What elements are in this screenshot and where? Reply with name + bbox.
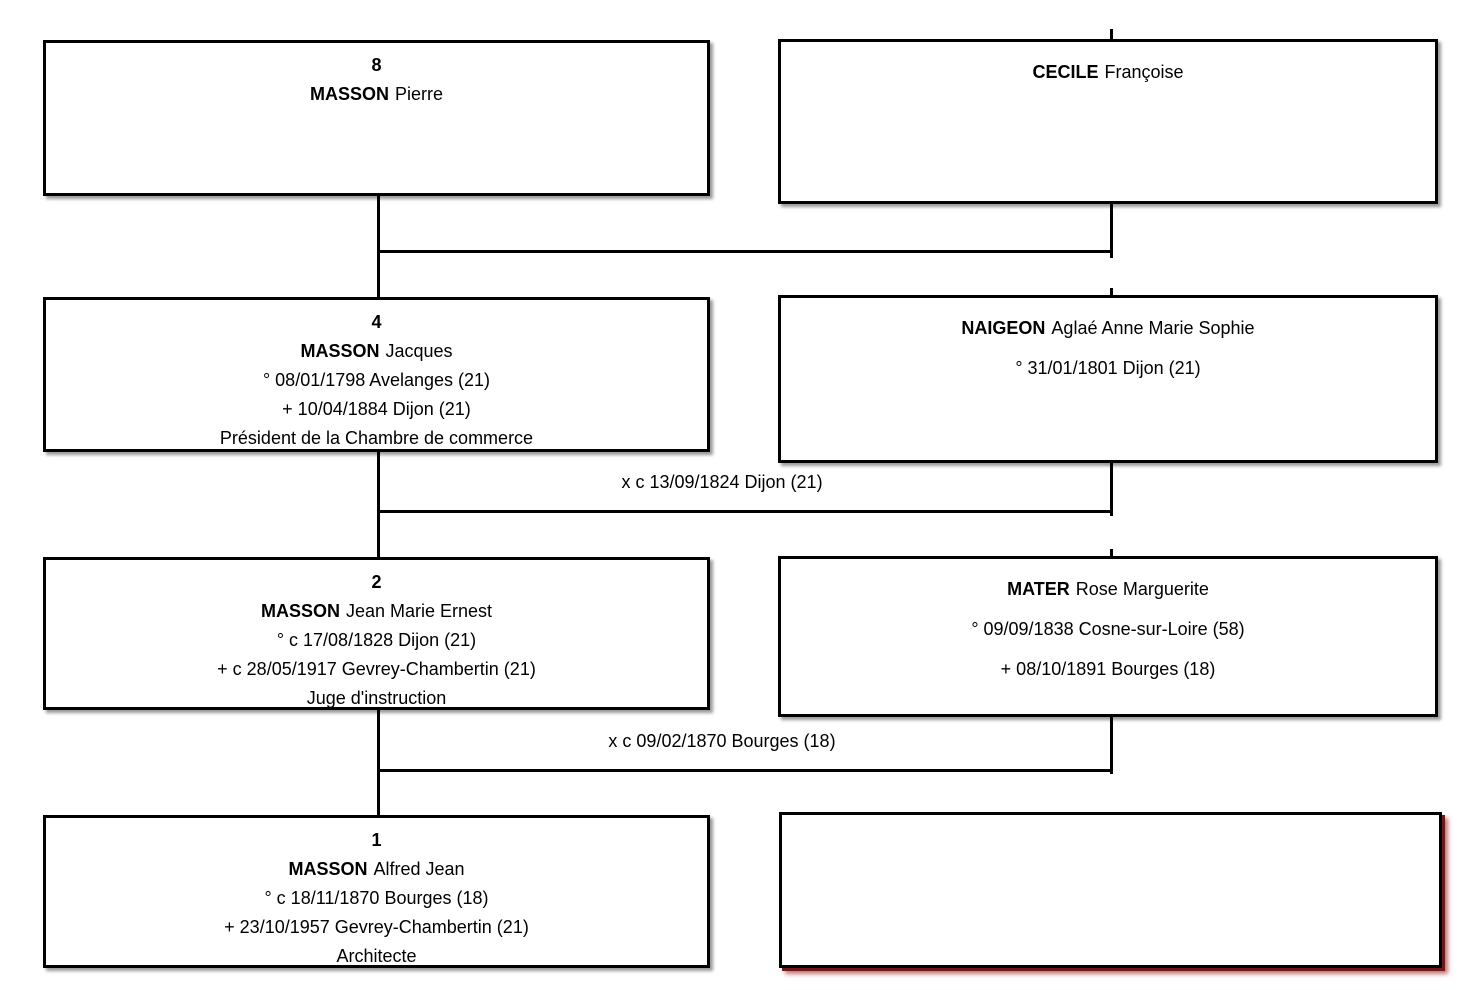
person-surname: MASSON bbox=[288, 859, 368, 879]
connector-gen3-left-vline bbox=[377, 710, 380, 816]
death-line: + 10/04/1884 Dijon (21) bbox=[282, 399, 471, 419]
person-surname: MASSON bbox=[300, 341, 380, 361]
person-given-name: Rose Marguerite bbox=[1075, 579, 1209, 599]
birth-line: ° 09/09/1838 Cosne-sur-Loire (58) bbox=[971, 619, 1245, 639]
connector-gen1-left-vline bbox=[377, 196, 380, 298]
person-surname: CECILE bbox=[1032, 62, 1099, 82]
person-surname: MASSON bbox=[260, 601, 340, 621]
connector-gen2-left-vline bbox=[377, 452, 380, 558]
empty-person-box-highlighted[interactable] bbox=[779, 812, 1442, 968]
person-given-name: Jean Marie Ernest bbox=[345, 601, 493, 621]
connector-gen2-hline bbox=[377, 510, 1113, 513]
marriage-label-gen3: x c 09/02/1870 Bourges (18) bbox=[608, 731, 836, 751]
person-given-name: Alfred Jean bbox=[373, 859, 465, 879]
person-name: MASSON Pierre bbox=[46, 80, 707, 109]
birth-line: ° 31/01/1801 Dijon (21) bbox=[1015, 358, 1201, 378]
person-box-masson-pierre[interactable]: 8 MASSON Pierre bbox=[43, 40, 710, 196]
connector-naigeon-top-stub bbox=[1110, 288, 1113, 296]
sosa-number: 8 bbox=[371, 55, 382, 75]
connector-gen3-right-vline bbox=[1110, 717, 1113, 774]
connector-gen2-right-vline bbox=[1110, 463, 1113, 516]
connector-mater-top-stub bbox=[1110, 549, 1113, 557]
connector-cecile-ancestor-stub bbox=[1110, 29, 1113, 40]
birth-line: ° c 17/08/1828 Dijon (21) bbox=[276, 630, 477, 650]
person-surname: NAIGEON bbox=[961, 318, 1046, 338]
death-line: + c 28/05/1917 Gevrey-Chambertin (21) bbox=[217, 659, 536, 679]
marriage-label-gen2: x c 13/09/1824 Dijon (21) bbox=[621, 472, 823, 492]
occupation-line: Président de la Chambre de commerce bbox=[219, 428, 534, 448]
person-surname: MATER bbox=[1007, 579, 1070, 599]
birth-line: ° 08/01/1798 Avelanges (21) bbox=[262, 370, 491, 390]
sosa-number: 1 bbox=[371, 830, 382, 850]
person-given-name: Pierre bbox=[395, 84, 444, 104]
death-line: + 23/10/1957 Gevrey-Chambertin (21) bbox=[224, 917, 529, 937]
connector-gen1-right-vline bbox=[1110, 204, 1113, 258]
person-given-name: Aglaé Anne Marie Sophie bbox=[1051, 318, 1255, 338]
connector-gen3-hline bbox=[377, 769, 1113, 772]
birth-line: ° c 18/11/1870 Bourges (18) bbox=[264, 888, 489, 908]
person-given-name: Jacques bbox=[385, 341, 453, 361]
occupation-line: Architecte bbox=[336, 946, 417, 966]
sosa-number: 4 bbox=[371, 312, 382, 332]
occupation-line: Juge d'instruction bbox=[306, 688, 447, 708]
connector-gen1-hline bbox=[377, 250, 1113, 253]
sosa-number: 2 bbox=[371, 572, 382, 592]
death-line: + 08/10/1891 Bourges (18) bbox=[1000, 659, 1216, 679]
person-surname: MASSON bbox=[309, 84, 389, 104]
person-given-name: Françoise bbox=[1104, 62, 1184, 82]
